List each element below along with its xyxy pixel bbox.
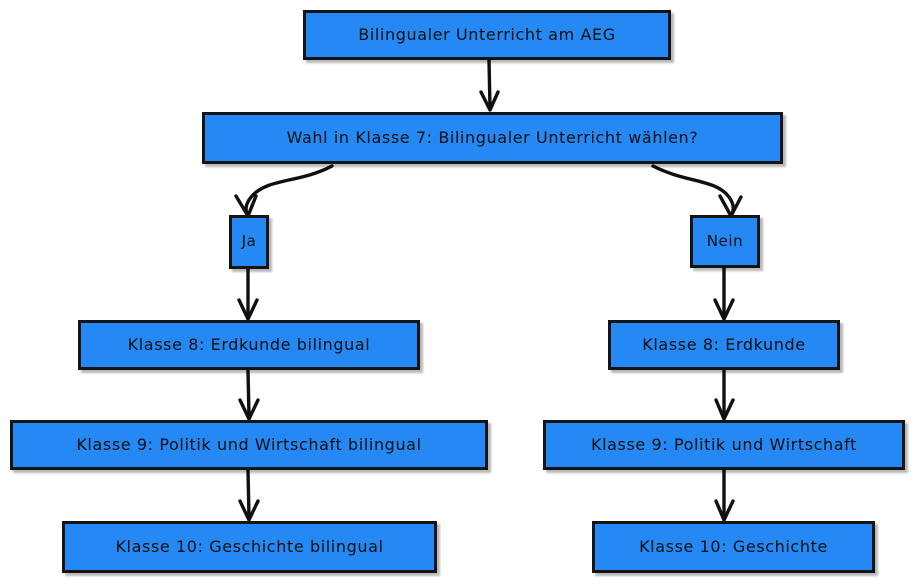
node-root[interactable]: Bilingualer Unterricht am AEG xyxy=(303,10,671,60)
edge-yes-to-l8 xyxy=(237,267,259,321)
node-l10-label: Klasse 10: Geschichte bilingual xyxy=(115,536,384,556)
node-r9-label: Klasse 9: Politik und Wirtschaft xyxy=(590,434,858,454)
node-decision[interactable]: Wahl in Klasse 7: Bilingualer Unterricht… xyxy=(202,112,783,164)
edge-r8-to-r9 xyxy=(714,368,735,421)
node-yes-label: Ja xyxy=(241,232,257,251)
node-klasse-9-pw-bilingual[interactable]: Klasse 9: Politik und Wirtschaft bilingu… xyxy=(10,420,488,470)
node-klasse-8-erdkunde-bilingual[interactable]: Klasse 8: Erdkunde bilingual xyxy=(78,320,420,370)
node-klasse-8-erdkunde[interactable]: Klasse 8: Erdkunde xyxy=(608,320,840,370)
edge-decision-to-yes xyxy=(234,164,334,218)
node-no-label: Nein xyxy=(706,231,744,250)
edge-l9-to-l10 xyxy=(238,468,260,522)
edge-r9-to-r10 xyxy=(714,468,735,522)
node-klasse-10-geschichte[interactable]: Klasse 10: Geschichte xyxy=(592,521,875,573)
edge-l8-to-l9 xyxy=(238,368,260,421)
node-klasse-9-pw[interactable]: Klasse 9: Politik und Wirtschaft xyxy=(543,420,905,470)
edge-no-to-r8 xyxy=(713,266,735,321)
node-yes[interactable]: Ja xyxy=(229,215,269,269)
node-l8-label: Klasse 8: Erdkunde bilingual xyxy=(127,334,371,354)
node-decision-label: Wahl in Klasse 7: Bilingualer Unterricht… xyxy=(286,127,699,147)
edge-root-to-decision xyxy=(479,58,500,112)
node-r10-label: Klasse 10: Geschichte xyxy=(639,536,828,556)
node-l9-label: Klasse 9: Politik und Wirtschaft bilingu… xyxy=(76,434,422,454)
edge-decision-to-no xyxy=(651,164,743,218)
node-no[interactable]: Nein xyxy=(690,215,760,268)
node-r8-label: Klasse 8: Erdkunde xyxy=(642,334,806,354)
node-root-label: Bilingualer Unterricht am AEG xyxy=(358,24,616,44)
node-klasse-10-geschichte-bilingual[interactable]: Klasse 10: Geschichte bilingual xyxy=(62,521,437,573)
